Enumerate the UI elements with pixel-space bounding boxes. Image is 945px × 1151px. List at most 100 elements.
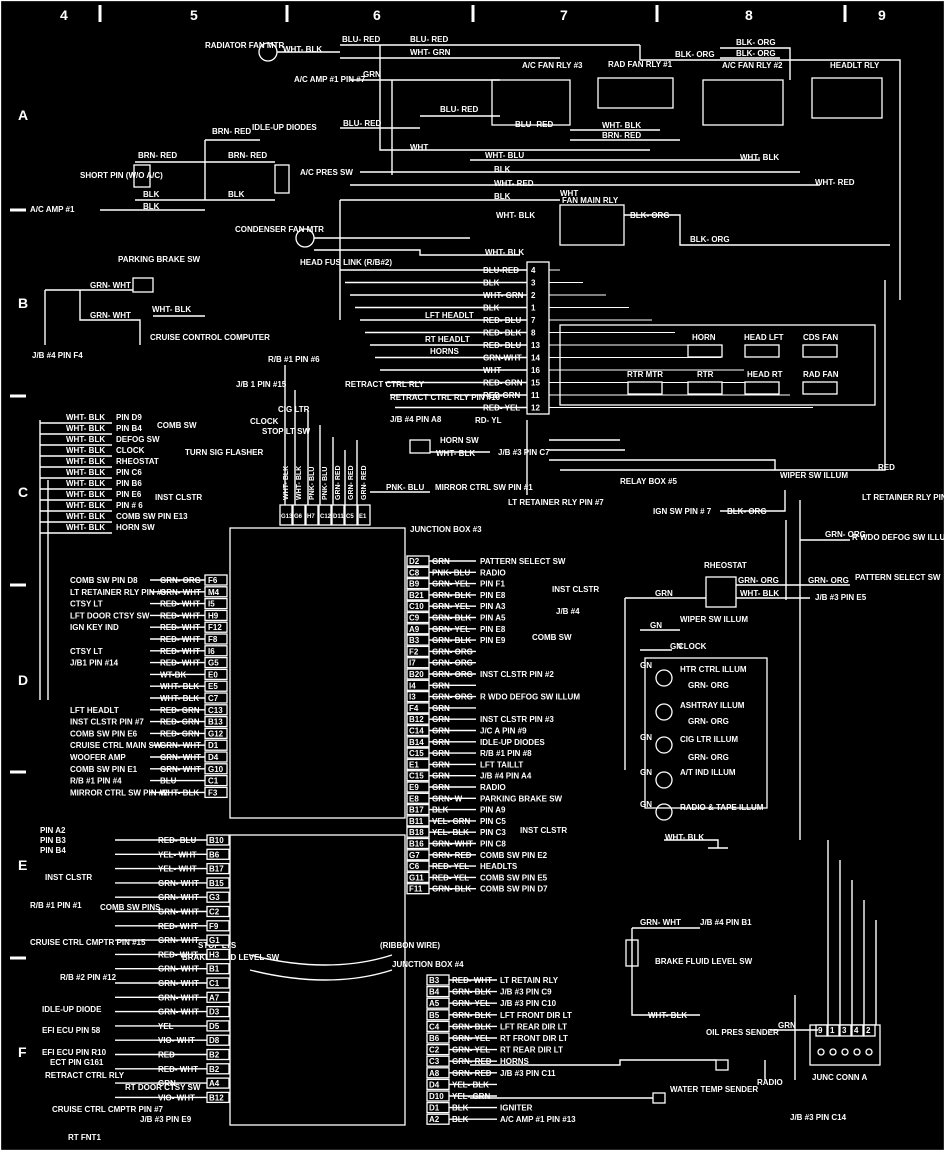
- wire-label: BLU- RED: [440, 105, 478, 114]
- jb4-right-target-label: J/B #3 PIN C9: [500, 988, 552, 997]
- jb3-top-pin-label: C5: [346, 514, 354, 520]
- headlt-relay-label: HEADLT RLY: [830, 61, 880, 70]
- jb4-right-label: J/B #4: [556, 607, 580, 616]
- jb3-right-pin-label: C6: [409, 862, 420, 871]
- inst-clstr-right-label-2: INST CLSTR: [520, 826, 567, 835]
- jb4-right-pin-label: A8: [429, 1069, 440, 1078]
- wire-label: WHT- BLK: [283, 45, 322, 54]
- wire-label: WHT- BLK: [602, 121, 641, 130]
- jb3-top-pin-box: [279, 504, 293, 526]
- jb3-right-pin-label: A9: [409, 625, 420, 634]
- ac-amp-pin7-label: A/C AMP #1 PIN #7: [294, 75, 366, 84]
- rtr-mtr-relay-symbol: [627, 381, 663, 395]
- jb3-top-wire-label: GRN- RED: [348, 465, 355, 500]
- jb3-right-pin-label: C14: [409, 727, 424, 736]
- jb3-right-pin-label: C10: [409, 602, 424, 611]
- jb3-right-pin-label: B14: [409, 738, 424, 747]
- left-c-pin-label: PIN # 6: [116, 501, 143, 510]
- row-label: C: [18, 484, 28, 500]
- stop-lt-sw-label: STOP LT SW: [262, 427, 310, 436]
- left-c-wire-label: WHT- BLK: [66, 501, 105, 510]
- jb3-top-pin-box: [344, 504, 358, 526]
- wire-label: RED: [878, 463, 895, 472]
- jb4-right-target-label: J/B #3 PIN C10: [500, 999, 557, 1008]
- wiper-sw-illum-2-label: WIPER SW ILLUM: [680, 615, 748, 624]
- wire-label: BLK- ORG: [736, 49, 776, 58]
- water-temp-sender-label: WATER TEMP SENDER: [670, 1085, 758, 1094]
- junc-conn-pin-box: [863, 1024, 876, 1037]
- jb3-top-wire-label: GRN- RED: [361, 465, 368, 500]
- left-c-pin-label: PIN E6: [116, 490, 142, 499]
- junc-conn-pin-box: [839, 1024, 852, 1037]
- left-c-pin-label: PIN D9: [116, 413, 142, 422]
- rb1-pin6-label: R/B #1 PIN #6: [268, 355, 320, 364]
- head-fus-link-label: HEAD FUS LINK (R/B#2): [300, 258, 392, 267]
- jb3-right-pin-label: F2: [409, 647, 419, 656]
- wire-label: WHT- BLK: [740, 153, 779, 162]
- wiper-sw-illum-label: WIPER SW ILLUM: [780, 471, 848, 480]
- jb3-left-pin-label: M4: [208, 588, 220, 597]
- relay-box-pin-number: 11: [531, 391, 540, 400]
- jb4-left-pin-label: B6: [209, 850, 220, 859]
- htr-ctrl-illum-label: HTR CTRL ILLUM: [680, 665, 747, 674]
- wire-label: GN: [670, 642, 682, 651]
- wire-label: BRN- RED: [138, 151, 177, 160]
- comb-sw-left-label: COMB SW: [157, 421, 197, 430]
- lt-retainer-rly-pin8-label: LT RETAINER RLY PIN #8: [862, 493, 945, 502]
- relay-box-pin-number: 14: [531, 354, 540, 363]
- jb4-left-pin-label: F9: [209, 922, 219, 931]
- junc-conn-pin-box: [851, 1024, 864, 1037]
- cruise-ctrl-cmptr-pin7-label: CRUISE CTRL CMPTR PIN #7: [52, 1105, 164, 1114]
- left-c-wire-label: WHT- BLK: [66, 468, 105, 477]
- head-rt-label: HEAD RT: [747, 370, 783, 379]
- jb3-left-pin-label: F8: [208, 635, 218, 644]
- jb3-right-target-label: PIN F1: [480, 580, 505, 589]
- jb4-left-pin-label: B2: [209, 1051, 220, 1060]
- jb4-left-pin-label: D5: [209, 1022, 220, 1031]
- junc-conn-node: [865, 1048, 873, 1056]
- wire-label: BLU- RED: [515, 120, 553, 129]
- jb3-left-pin-label: C1: [208, 777, 219, 786]
- jb3-right-pin-label: C15: [409, 749, 424, 758]
- r-wdo-defog-sw-illum-label: R WDO DEFOG SW ILLUM: [852, 533, 945, 542]
- ac-fan-relay-2-label: A/C FAN RLY #2: [722, 61, 783, 70]
- jb3-right-pin-label: B12: [409, 715, 424, 724]
- jb3-right-pin-label: E9: [409, 783, 419, 792]
- parking-brake-switch-symbol: [132, 277, 154, 293]
- efi-ecu-pin-r10-label: EFI ECU PIN R10: [42, 1048, 107, 1057]
- left-c-pin-label: COMB SW PIN E13: [116, 512, 188, 521]
- relay-box-pin-number: 1: [531, 304, 536, 313]
- headlt-relay: [811, 77, 883, 119]
- cig-ltr-label: CIG LTR: [278, 405, 310, 414]
- oil-pres-sender-symbol: [715, 1059, 729, 1071]
- at-ind-illum-bulb-icon: [655, 771, 673, 789]
- rtr-label: RTR: [697, 370, 714, 379]
- jb4-pin-b1-label: J/B #4 PIN B1: [700, 918, 752, 927]
- jb3-right-target-label: PATTERN SELECT SW: [480, 557, 566, 566]
- jb3-pin-e5-label: J/B #3 PIN E5: [815, 593, 867, 602]
- oil-pres-sender-label: OIL PRES SENDER: [706, 1028, 779, 1037]
- inst-clstr-left-label: INST CLSTR: [45, 873, 92, 882]
- jb4-right-pin-label: C3: [429, 1057, 440, 1066]
- jb3-top-pin-box: [357, 504, 371, 526]
- jb4-right-pin-label: D10: [429, 1092, 444, 1101]
- jb3-right-pin-label: G11: [409, 873, 424, 882]
- jb4-right-pin-label: A5: [429, 999, 440, 1008]
- wire-label: BLK: [143, 190, 160, 199]
- jb4-right-target-label: IGNITER: [500, 1104, 533, 1113]
- jb4-right-pin-label: A2: [429, 1115, 440, 1124]
- col-label: 4: [60, 7, 68, 23]
- jb3-top-pin-label: C12: [320, 514, 332, 520]
- jb3-right-pin-label: B16: [409, 840, 424, 849]
- rad-fan-relay-1: [597, 77, 674, 109]
- at-ind-illum-label: A/T IND ILLUM: [680, 768, 736, 777]
- inst-clstr-left-c-label: INST CLSTR: [155, 493, 202, 502]
- radiator-fan-motor-label: RADIATOR FAN MTR: [205, 41, 284, 50]
- horn-relay-symbol: [687, 344, 723, 358]
- wire-label: GRN: [363, 70, 381, 79]
- jb4-right-pin-label: B5: [429, 1011, 440, 1020]
- jb3-left-pin-label: G10: [208, 765, 224, 774]
- jb4-left-pin-label: G3: [209, 893, 220, 902]
- column-ticks: [98, 5, 847, 22]
- row-label: B: [18, 295, 28, 311]
